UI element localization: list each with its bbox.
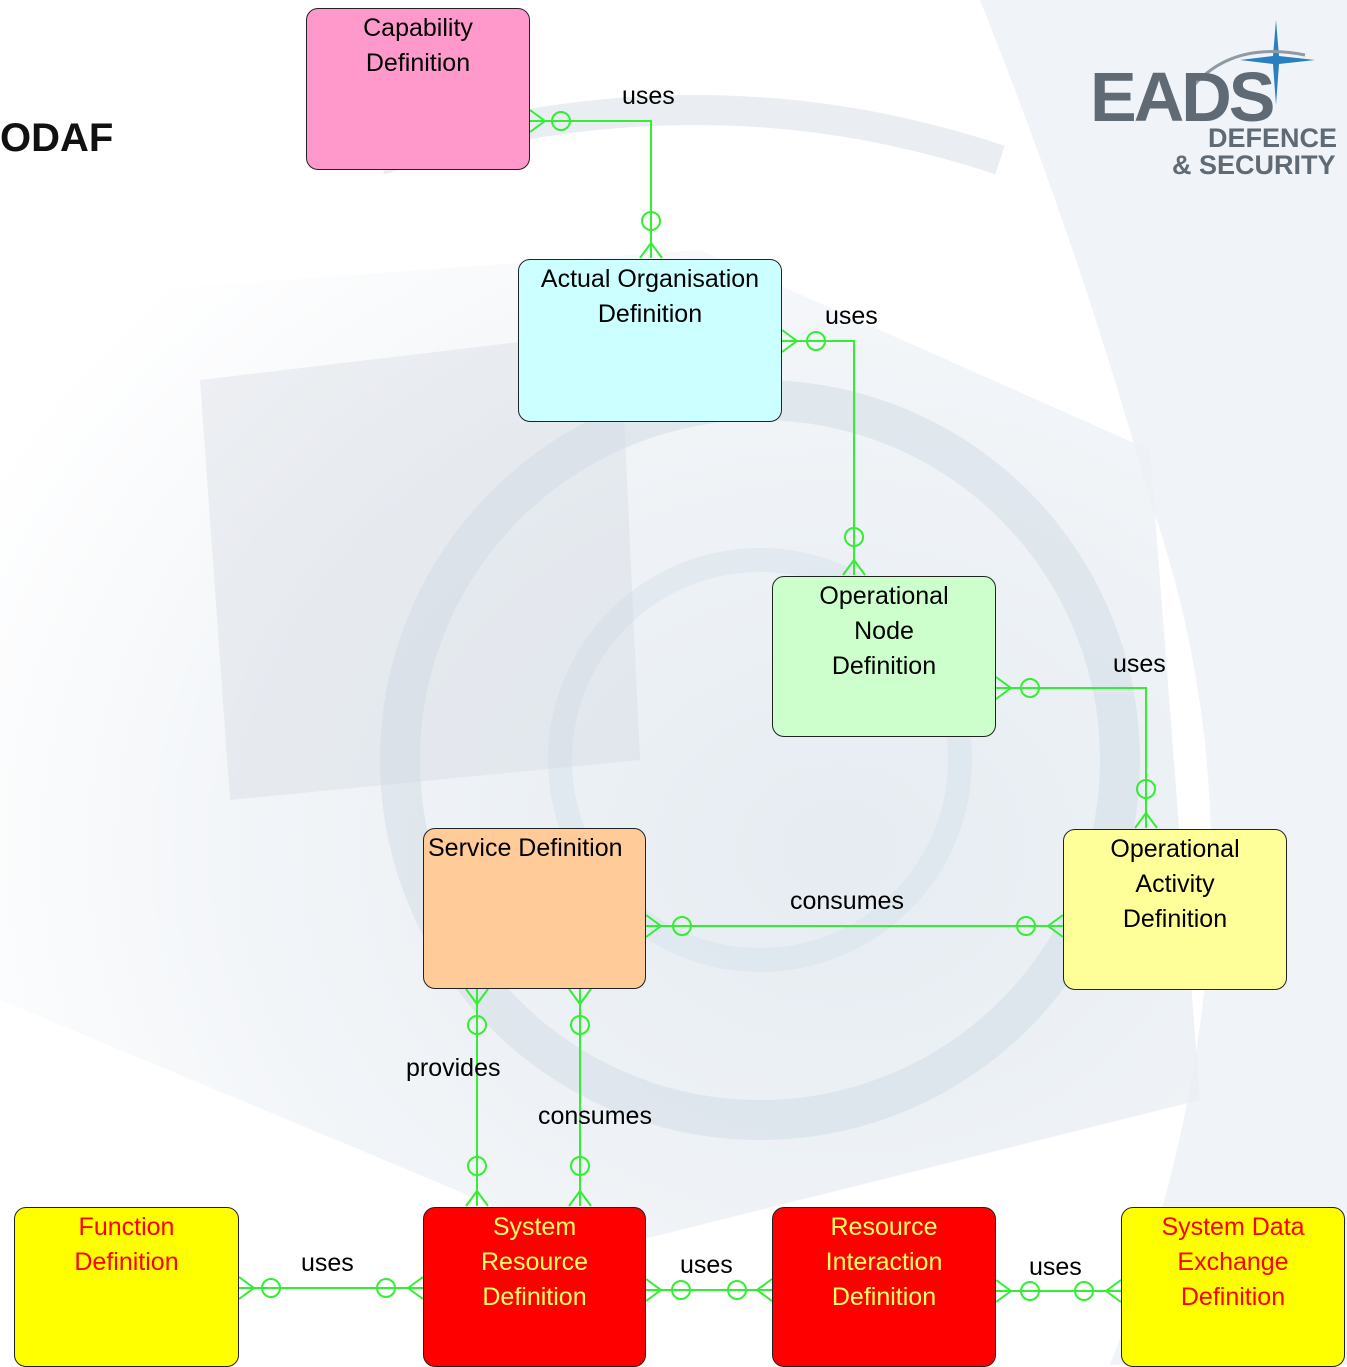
logo-text-eads: EADS [1090,58,1275,136]
crow-foot-icon [755,1278,773,1302]
eads-logo: EADS DEFENCE & SECURITY [1080,20,1342,185]
entity-resource-interaction-definition: Resource Interaction Definition [772,1207,996,1367]
optional-circle-icon [671,1280,691,1300]
connector-node-activity [996,687,1147,828]
crow-foot-icon [529,109,547,133]
crow-foot-icon [781,329,799,353]
crow-foot-icon [645,914,663,938]
crow-foot-icon [1104,1279,1122,1303]
optional-circle-icon [672,916,692,936]
optional-circle-icon [844,527,864,547]
crow-foot-icon [645,1278,663,1302]
rel-label-system-uses: uses [680,1251,733,1279]
optional-circle-icon [467,1156,487,1176]
rel-label-service-provides: provides [406,1054,501,1082]
optional-circle-icon [261,1278,281,1298]
optional-circle-icon [376,1278,396,1298]
crow-foot-icon [1134,811,1158,829]
optional-circle-icon [1020,678,1040,698]
rel-label-service-consumes: consumes [538,1102,652,1130]
crow-foot-icon [568,1189,592,1207]
optional-circle-icon [641,211,661,231]
entity-system-data-exchange-definition: System Data Exchange Definition [1121,1207,1345,1367]
rel-label-capability-uses: uses [622,82,675,110]
optional-circle-icon [570,1015,590,1035]
entity-service-definition: Service Definition [423,828,646,989]
entity-operational-activity-definition: Operational Activity Definition [1063,829,1287,990]
connector-organisation-node [782,340,855,575]
logo-text-security: & SECURITY [1172,150,1336,180]
rel-label-function-uses: uses [301,1249,354,1277]
optional-circle-icon [1016,916,1036,936]
crow-foot-icon [465,988,489,1006]
star-icon [1188,20,1315,105]
optional-circle-icon [1136,779,1156,799]
optional-circle-icon [570,1156,590,1176]
crow-foot-icon [995,1279,1013,1303]
crow-foot-icon [995,676,1013,700]
crow-foot-icon [842,558,866,576]
crow-foot-icon [1046,914,1064,938]
optional-circle-icon [467,1015,487,1035]
optional-circle-icon [551,111,571,131]
entity-capability-definition: Capability Definition [306,8,530,170]
crow-foot-icon [465,1189,489,1207]
rel-label-interaction-uses: uses [1029,1253,1082,1281]
rel-label-organisation-uses: uses [825,302,878,330]
entity-function-definition: Function Definition [14,1207,239,1367]
connector-capability-organisation [530,120,652,258]
crow-foot-icon [406,1276,424,1300]
entity-operational-node-definition: Operational Node Definition [772,576,996,737]
rel-label-activity-consumes: consumes [790,887,904,915]
entity-system-resource-definition: System Resource Definition [423,1207,646,1367]
crow-foot-icon [238,1276,256,1300]
page-title: ODAF [0,116,114,160]
optional-circle-icon [727,1280,747,1300]
optional-circle-icon [806,331,826,351]
logo-text-defence: DEFENCE [1208,123,1338,153]
optional-circle-icon [1020,1281,1040,1301]
optional-circle-icon [1074,1281,1094,1301]
crow-foot-icon [639,241,663,259]
entity-actual-organisation-definition: Actual Organisation Definition [518,259,782,422]
rel-label-node-uses: uses [1113,650,1166,678]
crow-foot-icon [568,988,592,1006]
